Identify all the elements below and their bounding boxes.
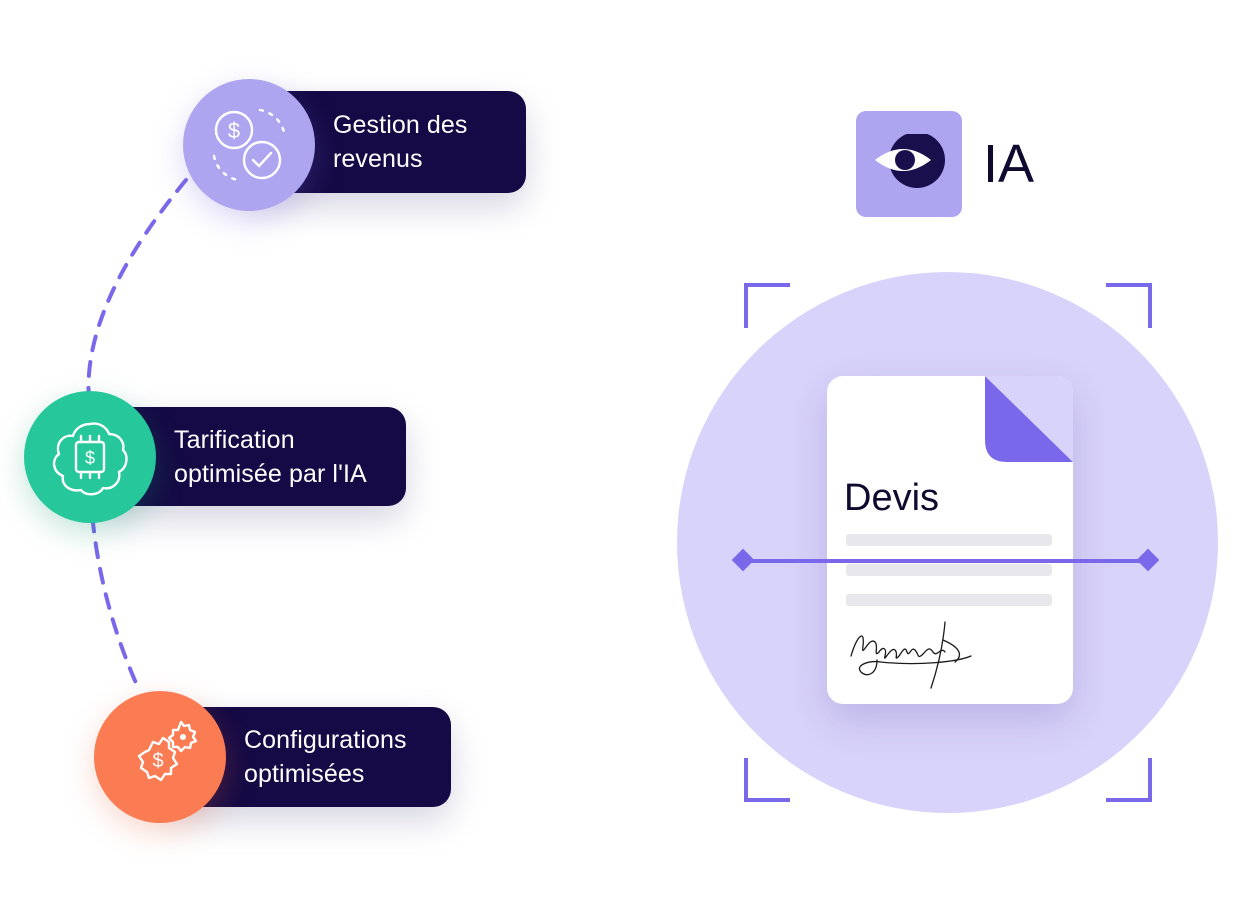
ai-chip-dollar-icon: $: [24, 391, 156, 523]
revenue-check-icon: $: [183, 79, 315, 211]
svg-text:$: $: [228, 118, 240, 143]
quote-document: Devis: [827, 376, 1073, 704]
eye-icon: [875, 134, 945, 188]
svg-text:$: $: [152, 750, 163, 772]
svg-text:$: $: [85, 448, 95, 468]
gear-dollar-icon: $: [94, 691, 226, 823]
feature-label-revenue: Gestion des revenus: [333, 111, 468, 173]
document-text-line: [846, 594, 1052, 606]
ai-icon-box: [856, 111, 962, 217]
document-fold-corner: [985, 376, 1073, 462]
feature-label-pricing: Tarification optimisée par l'IA: [174, 425, 367, 488]
document-text-line: [846, 564, 1052, 576]
document-text-line: [846, 534, 1052, 546]
ai-label: IA: [983, 134, 1035, 194]
signature-icon: [850, 621, 972, 689]
document-title: Devis: [844, 477, 940, 519]
feature-label-config: Configurations optimisées: [244, 726, 407, 788]
